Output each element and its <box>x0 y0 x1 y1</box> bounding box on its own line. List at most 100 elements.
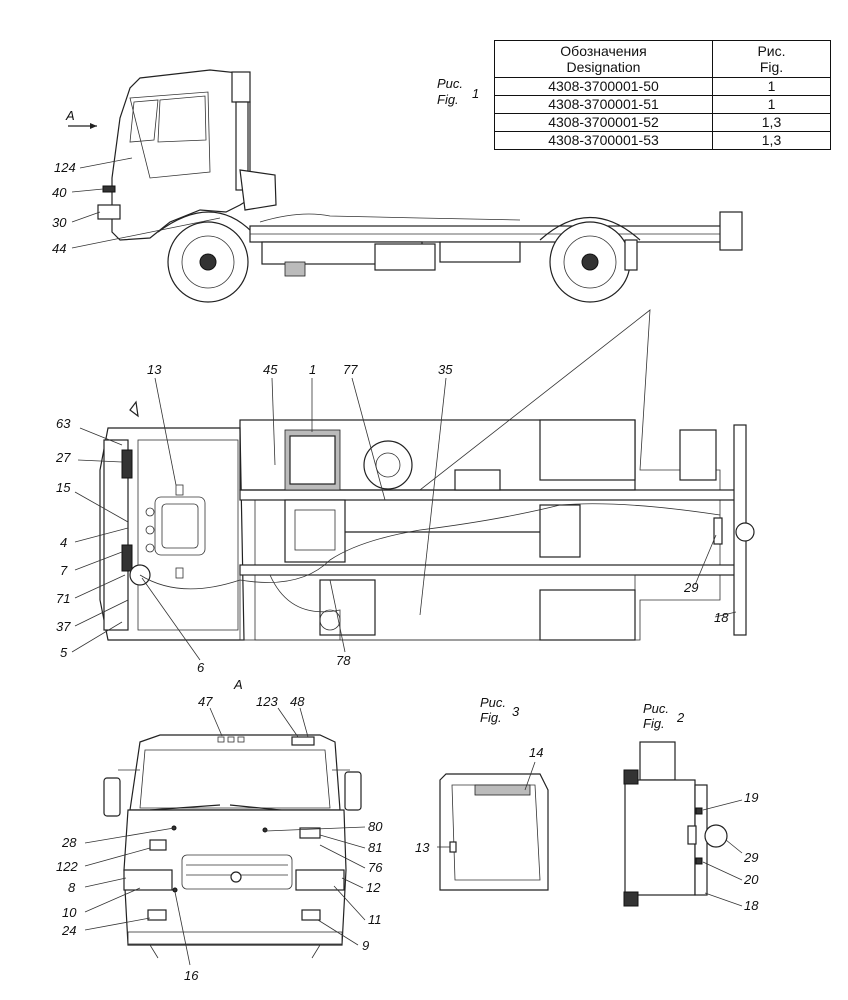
leader-71 <box>74 574 126 599</box>
rear-box-right <box>539 589 636 641</box>
leader-6 <box>141 577 201 661</box>
roof-hatch <box>154 496 206 556</box>
leader-78 <box>329 579 346 653</box>
side-box <box>439 241 521 263</box>
leader-123 <box>277 707 299 738</box>
leader-76 <box>319 844 366 869</box>
fuel-tank-top <box>319 579 376 636</box>
side-unit <box>284 261 306 277</box>
callout-fig2-20: 20 <box>743 872 759 887</box>
battery-top <box>289 435 336 485</box>
leader-77 <box>351 377 386 501</box>
air-tank-inner <box>375 452 401 478</box>
roof-lamp <box>145 543 155 553</box>
roof-lamp <box>145 507 155 517</box>
cab-body <box>111 69 251 241</box>
callout-11: 11 <box>368 912 382 927</box>
callout-fig3-14: 14 <box>529 745 543 760</box>
fig2-wheel-top <box>623 769 639 785</box>
battery-box <box>374 243 436 271</box>
callout-28: 28 <box>61 835 77 850</box>
leader-45 <box>271 377 276 466</box>
fig1-tag-num: 1 <box>472 86 479 101</box>
roof-spoiler <box>231 71 251 103</box>
marker-lamp <box>102 185 116 193</box>
callout-47: 47 <box>198 694 213 709</box>
truck-top-view: 13 45 1 77 35 63 27 15 4 7 71 37 5 6 78 … <box>55 309 755 675</box>
leader-44 <box>71 217 221 249</box>
roof-marker <box>175 484 184 496</box>
sensor-lower <box>172 887 178 893</box>
mudflap <box>624 239 638 271</box>
fig3-cab-outline <box>439 773 549 891</box>
front-wheel-hub <box>199 253 217 271</box>
callout-37: 37 <box>56 619 71 634</box>
roof-light-bar <box>291 736 315 746</box>
fig3-lamp <box>449 841 457 853</box>
fig2-tag-en: Fig. <box>643 716 665 731</box>
roof-lamp <box>145 525 155 535</box>
fig3-cab-side: Рис. Fig. 3 14 13 <box>415 695 549 891</box>
fig2-tag-ru: Рис. <box>643 701 669 716</box>
leader-40 <box>71 188 104 193</box>
fig2-socket <box>704 824 728 848</box>
harness-branch <box>269 574 341 640</box>
callout-10: 10 <box>62 905 77 920</box>
callout-76: 76 <box>368 860 383 875</box>
callout-30: 30 <box>52 215 67 230</box>
leader-16 <box>174 891 191 966</box>
designation-header: Обозначения Designation <box>494 40 713 78</box>
cab-door <box>129 91 211 179</box>
front-bumper-lower <box>127 931 343 945</box>
headlamp-right <box>295 869 345 891</box>
callout-48: 48 <box>290 694 305 709</box>
designation-header-en: Designation <box>566 59 641 75</box>
leader-29 <box>694 534 717 586</box>
harness-main <box>139 503 721 590</box>
left-mirror <box>103 777 121 817</box>
spare-unit <box>679 429 717 481</box>
windshield <box>139 749 331 809</box>
table-row: 4308-3700001-52 1,3 <box>494 113 831 132</box>
callout-16: 16 <box>184 968 199 983</box>
sensor-center <box>262 827 268 833</box>
fig-header: Рис. Fig. <box>712 40 831 78</box>
callout-78: 78 <box>336 653 351 668</box>
roof-lamp <box>227 736 235 743</box>
leader-8 <box>84 877 127 888</box>
leader-24 <box>84 917 151 931</box>
headlamp <box>97 204 121 220</box>
callout-27: 27 <box>55 450 71 465</box>
roof-lamp <box>237 736 245 743</box>
callout-18: 18 <box>714 610 729 625</box>
table-header-row: Обозначения Designation Рис. Fig. <box>494 40 831 78</box>
brand-badge <box>230 871 242 883</box>
marker-left <box>149 839 167 851</box>
leader-fig2-20 <box>702 861 743 881</box>
leader-5 <box>71 621 123 653</box>
callout-77: 77 <box>343 362 358 377</box>
front-wheel-rim <box>181 235 235 289</box>
right-mirror <box>344 771 362 811</box>
callout-fig2-18: 18 <box>744 898 759 913</box>
callout-12: 12 <box>366 880 381 895</box>
callout-40: 40 <box>52 185 67 200</box>
table-row: 4308-3700001-50 1 <box>494 77 831 96</box>
frame-rail-right <box>239 564 741 576</box>
leader-35 <box>419 377 447 616</box>
leader-fig2-18 <box>704 892 743 907</box>
frame-rail-left <box>239 489 741 501</box>
fog-lamp-right <box>301 909 321 921</box>
callout-fig2-19: 19 <box>744 790 758 805</box>
fig1-tag-ru: Рис. <box>437 76 463 91</box>
leader-fig2-29 <box>725 839 743 854</box>
fig-header-en: Fig. <box>759 59 784 75</box>
callout-122: 122 <box>56 859 78 874</box>
callout-5: 5 <box>60 645 68 660</box>
rear-wheel-rim <box>563 235 617 289</box>
leader-fig2-19 <box>702 799 743 811</box>
callout-fig2-29: 29 <box>743 850 758 865</box>
fog-lamp-left <box>147 909 167 921</box>
leader-9 <box>317 919 359 946</box>
